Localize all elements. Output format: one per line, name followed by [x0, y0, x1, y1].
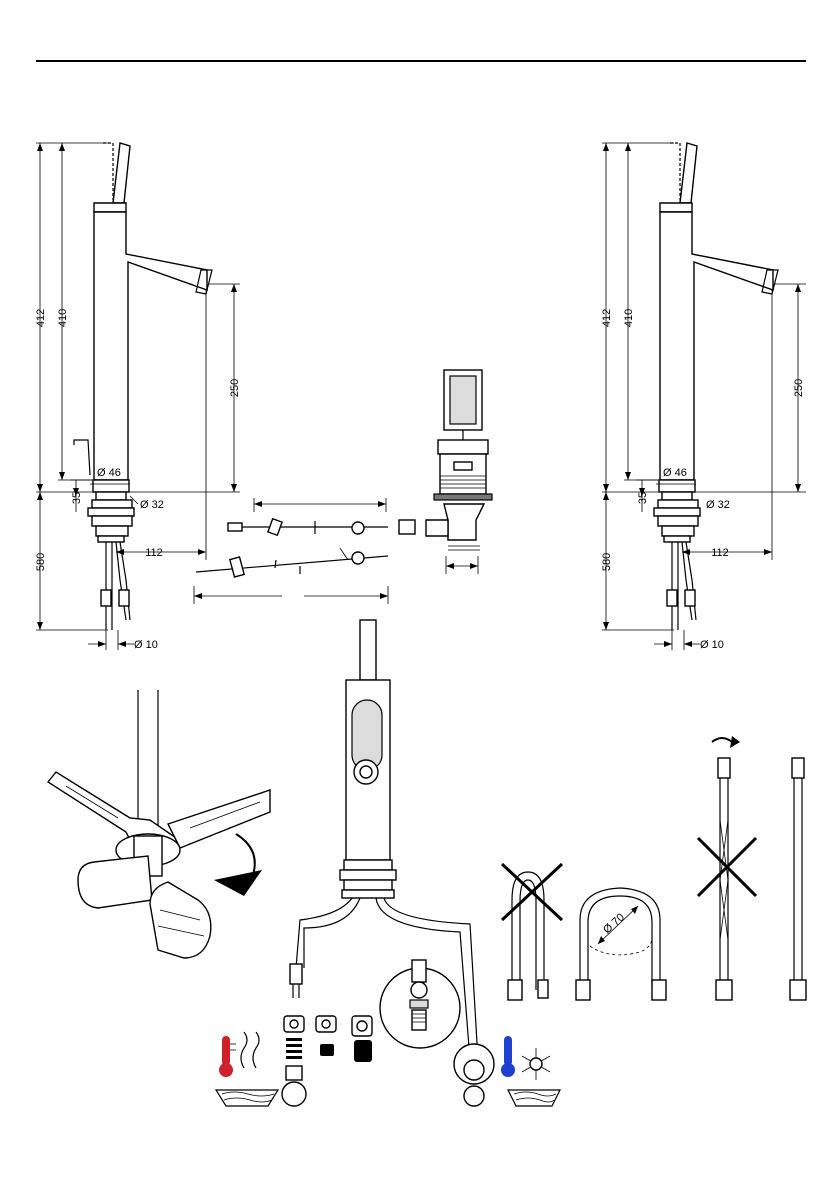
right-thread-diameter-label: Ø 32: [706, 499, 730, 511]
bend-radius-label: Ø 70: [601, 911, 627, 936]
left-lower-depth-label: 580: [35, 553, 47, 571]
right-total-height-label: 412: [601, 309, 613, 327]
right-lower-depth-label: 580: [601, 553, 613, 571]
left-spout-reach-label: 112: [145, 547, 163, 559]
right-hose-diameter-label: Ø 10: [700, 639, 724, 651]
left-dimension-lines: [36, 143, 240, 650]
hose-twist-wrong: [698, 736, 806, 1000]
right-nut-height-label: 35: [637, 492, 649, 504]
left-base-diameter-label: Ø 46: [97, 467, 121, 479]
hose-bend-correct: Ø 70: [576, 888, 666, 1000]
right-spout-reach-label: 112: [711, 547, 729, 559]
popup-waste-assembly: [194, 370, 492, 604]
right-body-height-label: 410: [623, 309, 635, 327]
left-spout-height-label: 250: [229, 379, 241, 397]
left-body-height-label: 410: [57, 309, 69, 327]
right-spout-height-label: 250: [793, 379, 805, 397]
left-total-height-label: 412: [35, 309, 47, 327]
cold-water-thermometer-icon: [504, 1036, 512, 1066]
hose-bend-wrong: [502, 864, 562, 1000]
wrench-step: [48, 690, 270, 958]
snowflake-icon: [522, 1048, 550, 1080]
right-dimension-lines: [602, 143, 806, 650]
hot-water-thermometer-icon: [222, 1036, 230, 1066]
left-nut-height-label: 35: [71, 492, 83, 504]
hot-water-symbol: [216, 1032, 278, 1106]
rotate-arrow-icon: [712, 736, 740, 748]
body-hose-assembly: [290, 620, 494, 1106]
left-thread-diameter-label: Ø 32: [140, 499, 164, 511]
left-faucet-drawing: [74, 143, 212, 630]
cold-water-symbol: [501, 1036, 560, 1106]
hot-water-connectors: [282, 1016, 372, 1106]
right-base-diameter-label: Ø 46: [663, 467, 687, 479]
left-hose-diameter-label: Ø 10: [134, 639, 158, 651]
